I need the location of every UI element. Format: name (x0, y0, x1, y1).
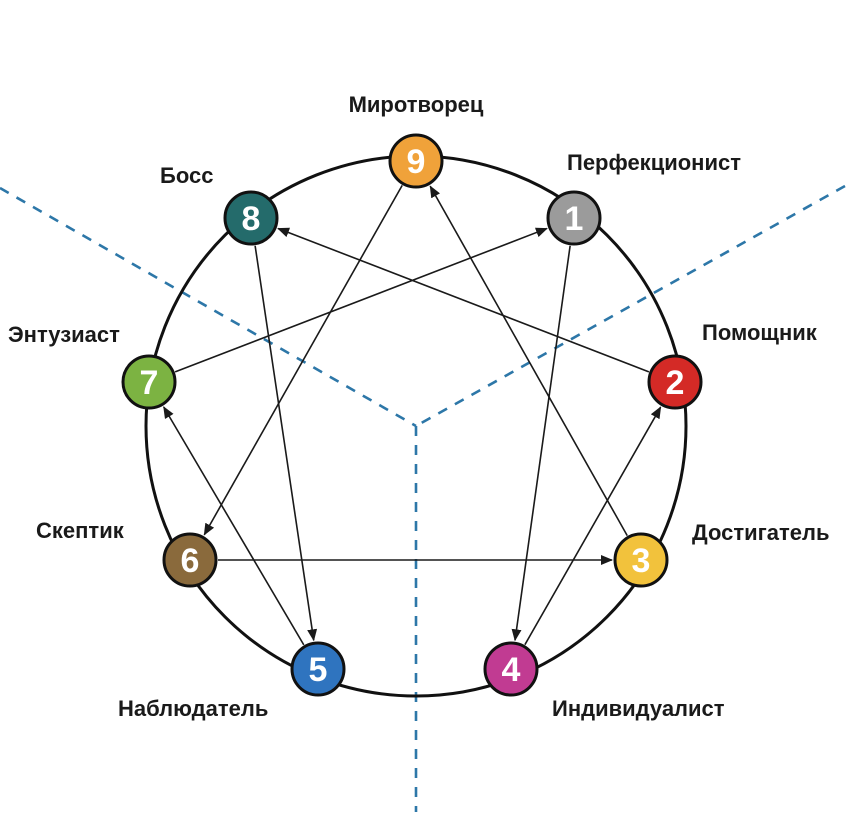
node-type-1: 1 (546, 190, 602, 246)
node-circle-8 (223, 190, 279, 246)
label-type-3: Достигатель (692, 520, 830, 545)
nodes-layer: 1 2 3 4 5 6 7 8 9 (121, 133, 703, 697)
node-circle-3 (613, 532, 669, 588)
divider-right (415, 184, 846, 428)
label-type-5: Наблюдатель (118, 696, 268, 721)
label-type-4: Индивидуалист (552, 696, 725, 721)
node-number-5: 5 (309, 651, 328, 689)
node-circle-7 (121, 354, 177, 410)
node-type-8: 8 (223, 190, 279, 246)
arrow-5-to-7 (163, 406, 305, 646)
node-type-2: 2 (647, 354, 703, 410)
divider-lines (0, 184, 846, 812)
node-number-9: 9 (407, 143, 426, 181)
label-type-1: Перфекционист (567, 150, 741, 175)
arrow-1-to-4 (511, 245, 571, 642)
label-type-6: Скептик (36, 518, 125, 543)
node-number-4: 4 (502, 651, 521, 689)
divider-left (0, 186, 417, 428)
label-type-7: Энтузиаст (8, 322, 120, 347)
node-circle-4 (483, 641, 539, 697)
arrow-7-to-1 (174, 227, 548, 373)
node-circle-5 (290, 641, 346, 697)
label-type-9: Миротворец (349, 92, 484, 117)
node-type-5: 5 (290, 641, 346, 697)
node-circle-2 (647, 354, 703, 410)
node-type-7: 7 (121, 354, 177, 410)
arrow-4-to-2 (524, 406, 662, 646)
node-number-2: 2 (666, 364, 685, 402)
arrows-layer (163, 184, 662, 646)
arrow-8-to-5 (254, 245, 318, 642)
node-type-3: 3 (613, 532, 669, 588)
node-circle-9 (388, 133, 444, 189)
node-circle-6 (162, 532, 218, 588)
node-number-3: 3 (632, 542, 651, 580)
node-type-9: 9 (388, 133, 444, 189)
labels-layer: Миротворец Перфекционист Босс Помощник Э… (8, 92, 830, 721)
node-number-8: 8 (242, 200, 261, 238)
node-number-6: 6 (181, 542, 200, 580)
node-number-7: 7 (140, 364, 159, 402)
arrow-3-to-9 (429, 185, 628, 537)
label-type-2: Помощник (702, 320, 818, 345)
node-type-4: 4 (483, 641, 539, 697)
node-type-6: 6 (162, 532, 218, 588)
label-type-8: Босс (160, 163, 213, 188)
node-number-1: 1 (565, 200, 584, 238)
arrow-2-to-8 (277, 227, 650, 373)
arrow-9-to-6 (203, 184, 403, 536)
node-circle-1 (546, 190, 602, 246)
